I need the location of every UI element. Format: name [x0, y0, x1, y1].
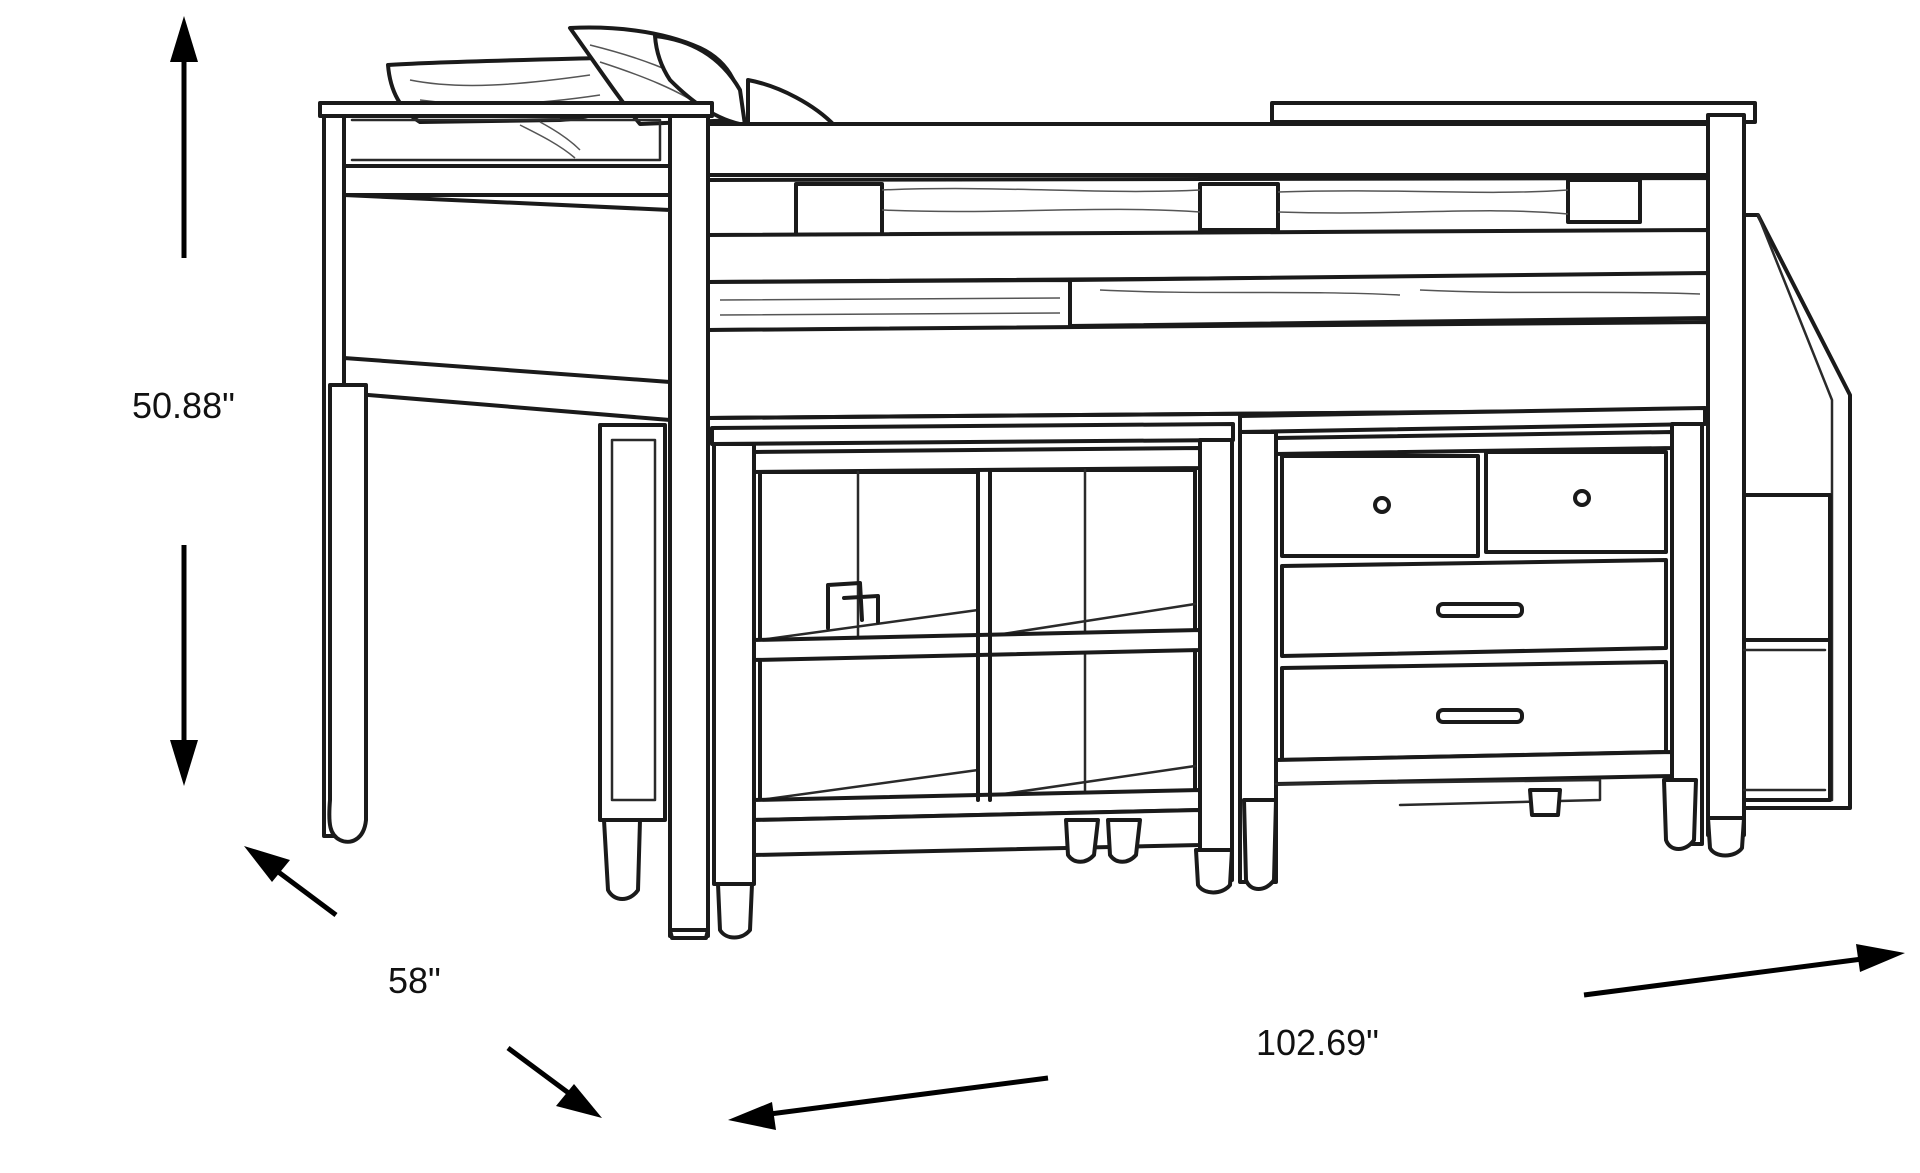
height-arrow: [170, 16, 198, 786]
left-bed-end: [318, 101, 714, 938]
left-side-panel: [598, 423, 667, 901]
width-label: 102.69": [1256, 1022, 1379, 1063]
bed-top-rail: [706, 101, 1757, 420]
height-label: 50.88": [132, 385, 235, 426]
stairs-unit: [1742, 213, 1852, 810]
right-bed-post: [1706, 113, 1746, 858]
loft-bed-drawing: [318, 25, 1852, 940]
bookcase-unit: [668, 422, 1235, 940]
depth-arrow: [244, 846, 602, 1118]
width-arrow: [728, 944, 1905, 1130]
depth-label: 58": [388, 960, 441, 1001]
chest-of-drawers: [1238, 406, 1707, 891]
